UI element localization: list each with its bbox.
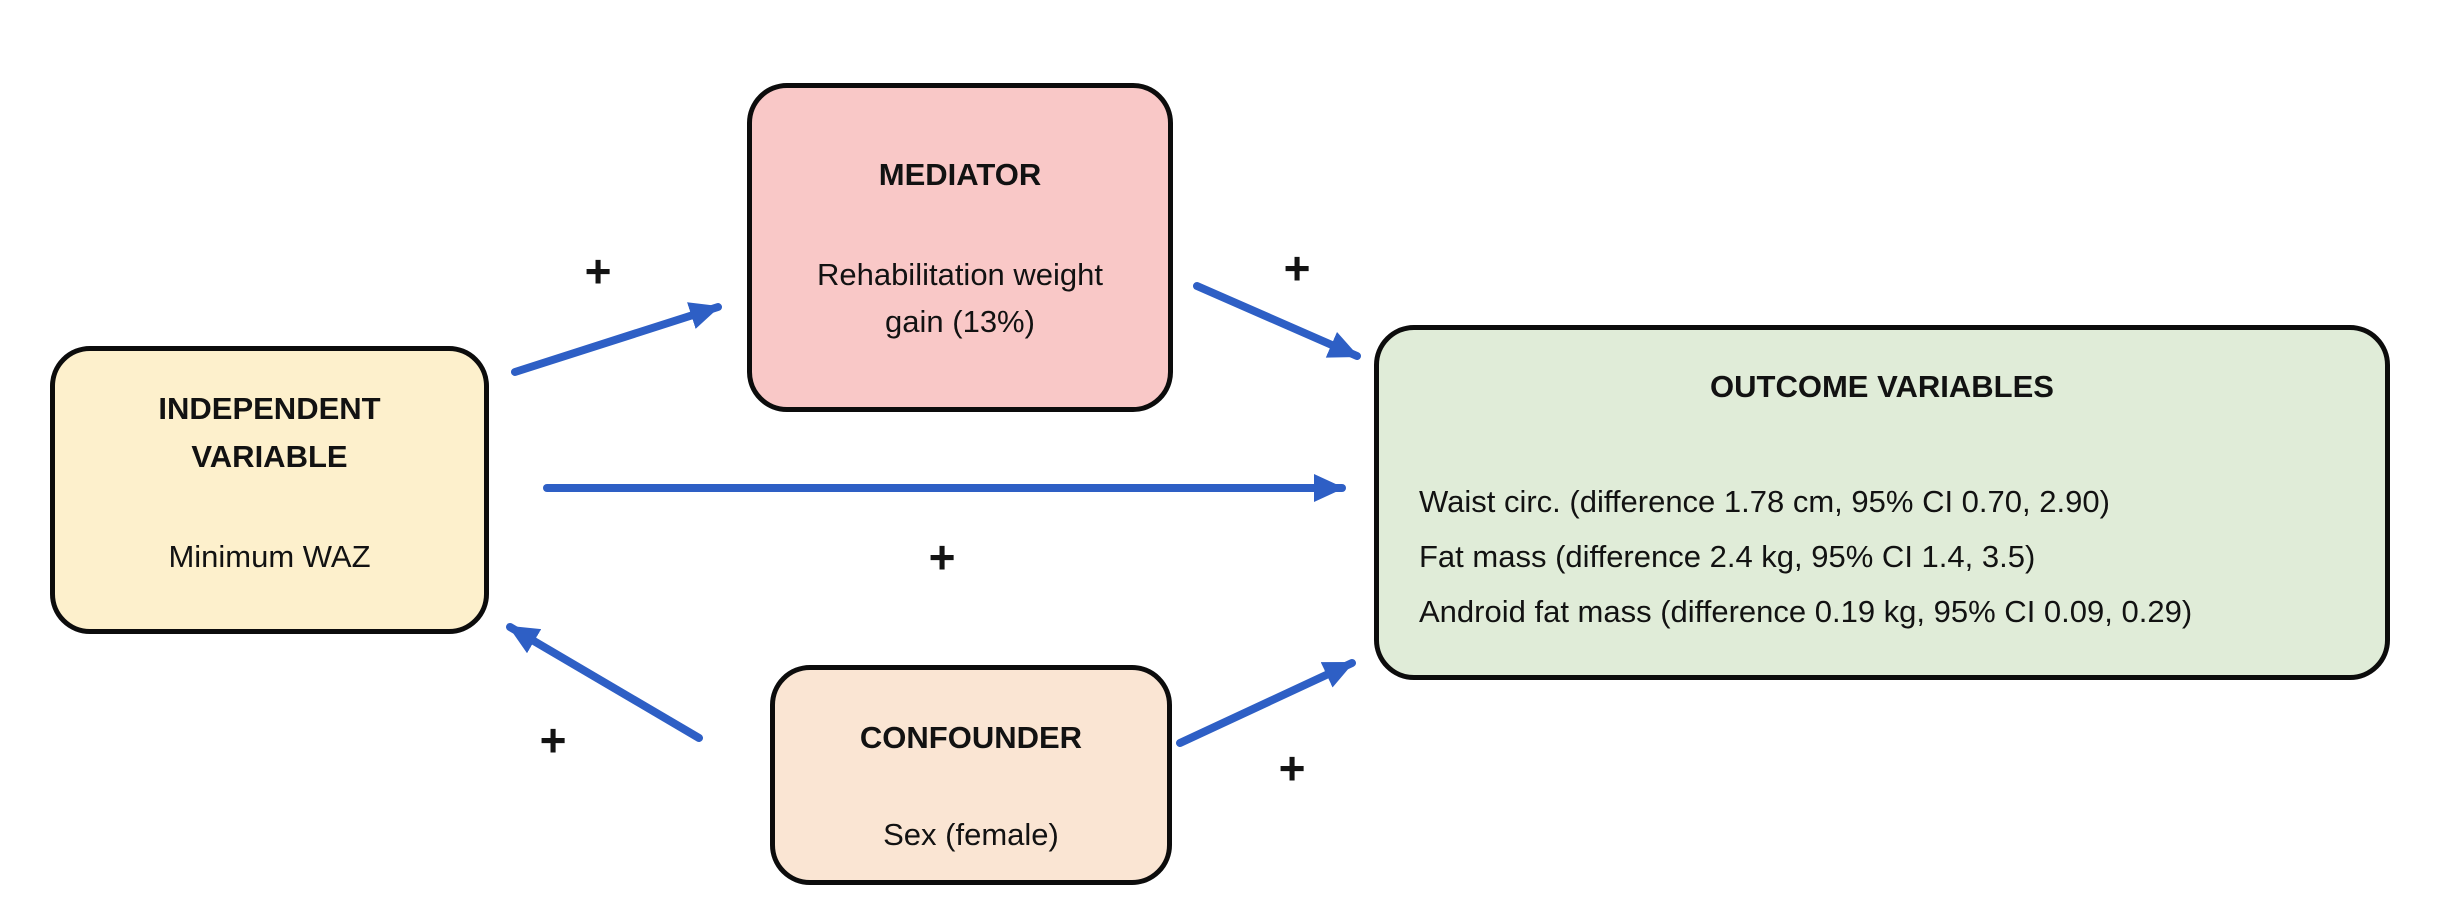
independent-variable-value: Minimum WAZ bbox=[168, 539, 371, 574]
arrow-iv-to-mediator bbox=[511, 302, 722, 376]
confounder-value: Sex (female) bbox=[883, 817, 1059, 852]
mediator-value: Rehabilitation weight gain (13%) bbox=[816, 257, 1104, 339]
outcome-item-waist-circumference: Waist circ. (difference 1.78 cm, 95% CI … bbox=[1419, 484, 2110, 519]
arrow-mediator-to-outcome bbox=[1193, 282, 1361, 360]
outcome-variables-list: Waist circ. (difference 1.78 cm, 95% CI … bbox=[1379, 474, 2385, 639]
plus-sign-iv-to-mediator: + bbox=[584, 245, 612, 297]
plus-sign-iv-to-outcome: + bbox=[928, 531, 956, 583]
independent-variable-title: INDEPENDENT VARIABLE bbox=[158, 391, 381, 474]
arrow-confounder-to-iv bbox=[506, 623, 703, 742]
outcome-variables-box: OUTCOME VARIABLES Waist circ. (differenc… bbox=[1374, 325, 2390, 680]
plus-sign-mediator-to-outcome: + bbox=[1283, 242, 1311, 294]
outcome-item-android-fat-mass: Android fat mass (difference 0.19 kg, 95… bbox=[1419, 594, 2193, 629]
plus-sign-confounder-to-iv: + bbox=[539, 714, 567, 766]
confounder-title: CONFOUNDER bbox=[859, 720, 1083, 755]
independent-variable-box: INDEPENDENT VARIABLE Minimum WAZ bbox=[50, 346, 489, 634]
mediator-title: MEDIATOR bbox=[878, 157, 1042, 192]
confounder-box: CONFOUNDER Sex (female) bbox=[770, 665, 1172, 885]
plus-sign-confounder-to-outcome: + bbox=[1278, 742, 1306, 794]
arrow-confounder-to-outcome bbox=[1176, 659, 1356, 747]
outcome-variables-title: OUTCOME VARIABLES bbox=[1710, 369, 2054, 404]
outcome-item-fat-mass: Fat mass (difference 2.4 kg, 95% CI 1.4,… bbox=[1419, 539, 2036, 574]
mediator-box: MEDIATOR Rehabilitation weight gain (13%… bbox=[747, 83, 1173, 412]
